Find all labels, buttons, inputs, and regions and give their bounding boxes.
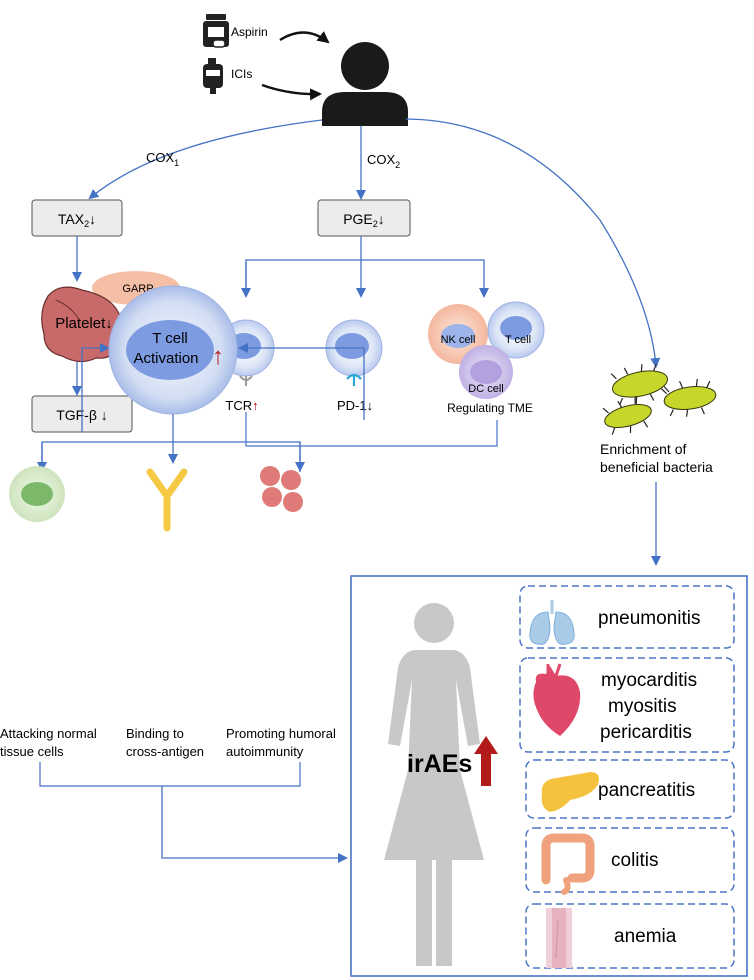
bacteria-icon xyxy=(602,363,717,435)
blood-vessel-icon xyxy=(546,908,572,968)
effects-irae-arrow xyxy=(161,786,348,863)
tme-label: Regulating TME xyxy=(447,401,533,415)
effect-3-line1: Promoting humoral xyxy=(226,726,336,741)
effect-1-line2: tissue cells xyxy=(0,744,64,759)
lungs-icon xyxy=(529,600,575,645)
aspirin-arrow xyxy=(279,31,330,44)
effect-1-line1: Attacking normal xyxy=(0,726,97,741)
effect-3-line2: autoimmunity xyxy=(226,744,304,759)
pd1-activation-arrow xyxy=(238,343,365,420)
cox2-label: COX2 xyxy=(367,152,400,170)
person-icon xyxy=(322,42,408,126)
tcr-receptor-icon xyxy=(239,375,253,386)
tcr-label: TCR↑ xyxy=(225,398,258,413)
nk-cell-label: NK cell xyxy=(441,334,476,346)
pd1-receptor-icon xyxy=(346,373,362,386)
icis-arrow xyxy=(261,83,322,101)
myositis-label: myositis xyxy=(608,696,677,717)
effect-2-line2: cross-antigen xyxy=(126,744,204,759)
cardiac-box xyxy=(519,657,735,753)
tgfb-activation-arrow xyxy=(81,343,110,432)
effect-2-line1: Binding to xyxy=(126,726,184,741)
tme-t-cell-label: T cell xyxy=(505,334,531,346)
bacteria-line2: beneficial bacteria xyxy=(600,459,713,475)
pge2-label: PGE2↓ xyxy=(343,211,385,229)
colon-icon xyxy=(541,833,595,895)
tgfb-label: TGF-β ↓ xyxy=(56,407,108,423)
pericarditis-label: pericarditis xyxy=(600,722,692,743)
heart-icon xyxy=(533,663,581,736)
activation-line1: T cell xyxy=(152,330,188,347)
irae-up-arrow xyxy=(474,736,498,786)
cox1-arrow xyxy=(88,119,323,200)
anemia-label: anemia xyxy=(614,926,677,947)
female-figure-icon xyxy=(384,603,484,966)
pd1-label: PD-1↓ xyxy=(337,398,373,413)
humoral-cells-icon xyxy=(260,466,303,512)
cox1-label: COX1 xyxy=(146,150,179,168)
activation-up-arrow: ↑ xyxy=(212,343,224,370)
pneumonitis-label: pneumonitis xyxy=(598,608,700,629)
colitis-label: colitis xyxy=(611,850,659,871)
pancreatitis-box xyxy=(525,759,735,819)
dc-cell-label: DC cell xyxy=(468,383,503,395)
icis-label: ICIs xyxy=(231,67,252,81)
pancreatitis-label: pancreatitis xyxy=(598,780,695,801)
pill-bottle-icon xyxy=(203,14,229,48)
antibody-icon xyxy=(146,468,188,532)
tax2-label: TAX2↓ xyxy=(58,211,96,229)
myocarditis-label: myocarditis xyxy=(601,670,697,691)
bacteria-line1: Enrichment of xyxy=(600,441,686,457)
iv-bag-icon xyxy=(203,58,223,94)
pneumonitis-box xyxy=(519,585,735,649)
pge2-box xyxy=(317,199,411,237)
bacteria-arrow xyxy=(405,118,661,368)
irae-label: irAEs xyxy=(407,750,472,778)
platelet-label: Platelet↓ xyxy=(55,315,113,332)
activation-nucleus xyxy=(126,320,214,380)
activation-line2: Activation xyxy=(133,350,198,367)
aspirin-label: Aspirin xyxy=(231,25,268,39)
pancreas-icon xyxy=(541,772,599,812)
